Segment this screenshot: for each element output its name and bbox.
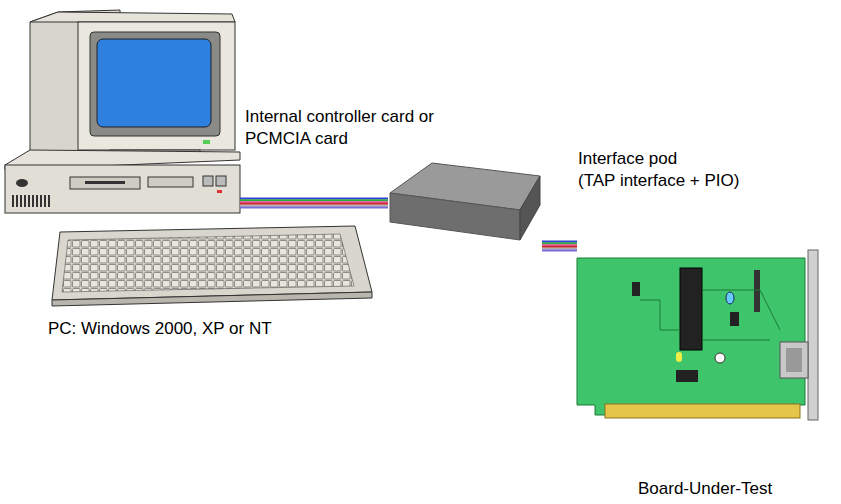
ribbon-cable	[542, 242, 577, 251]
pc-node: PC: Windows 2000, XP or NT	[5, 18, 240, 215]
system-unit	[5, 150, 240, 213]
interface-pod	[390, 163, 540, 240]
pod-node: Interface pod(TAP interface + PIO)	[388, 160, 542, 242]
board-node: Board-Under-Test	[577, 250, 820, 420]
node-label: Interface pod	[578, 148, 677, 170]
node-label: (TAP interface + PIO)	[578, 170, 739, 192]
keyboard	[52, 226, 372, 306]
monitor	[30, 10, 235, 158]
node-label: PC: Windows 2000, XP or NT	[48, 318, 272, 340]
node-label: Board-Under-Test	[638, 478, 772, 500]
ribbon-cable	[240, 199, 388, 208]
cable-label: Internal controller card or PCMCIA card	[245, 106, 460, 150]
board-under-test	[577, 250, 818, 420]
